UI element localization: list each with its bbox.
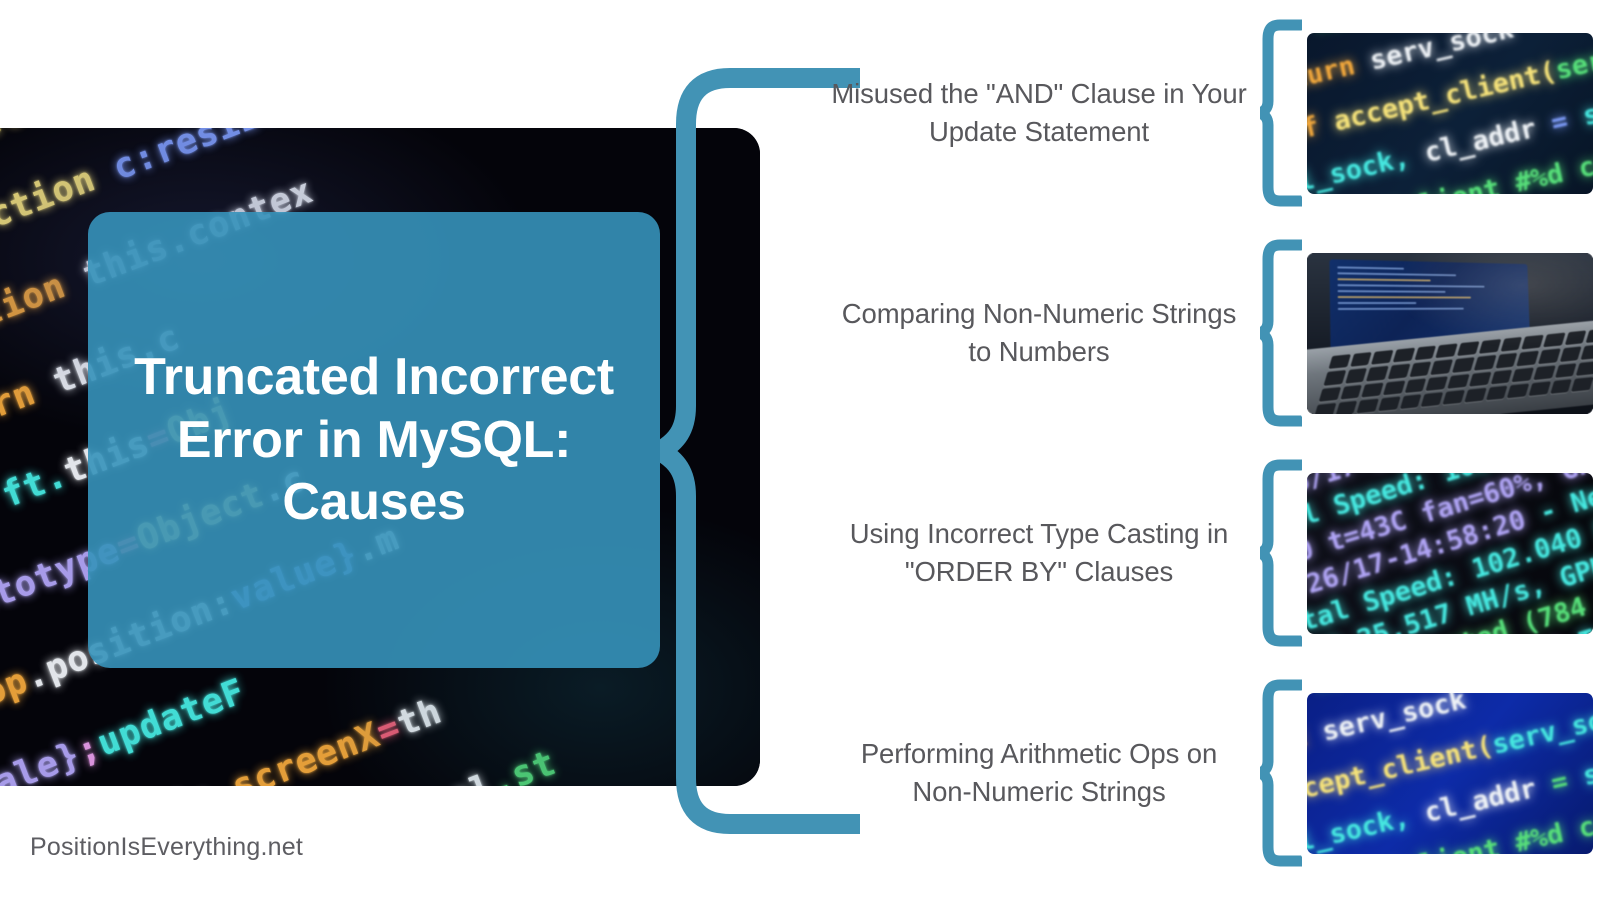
thumbnail-frame bbox=[1300, 245, 1600, 421]
thumbnail-code-screen-socket-blue: ver listen sock ret serv_sock accept_cli… bbox=[1307, 692, 1593, 854]
item-label: Performing Arithmetic Ops on Non-Numeric… bbox=[860, 738, 1218, 807]
page-title: Truncated Incorrect Error in MySQL: Caus… bbox=[134, 348, 614, 532]
large-curly-brace-icon bbox=[660, 68, 860, 834]
thumbnail-terminal-log-output: GPU0 t=43C fan=60%, GPU1 25.491 MH/s, GP… bbox=[1307, 472, 1593, 634]
list-item: Misused the "AND" Clause in Your Update … bbox=[830, 18, 1600, 208]
thumbnail-laptop-code-editor bbox=[1307, 252, 1593, 414]
curly-brace-icon bbox=[1260, 238, 1302, 428]
curly-brace-icon bbox=[1260, 678, 1302, 868]
list-item: Using Incorrect Type Casting in "ORDER B… bbox=[830, 458, 1600, 648]
list-item: Comparing Non-Numeric Strings to Numbers bbox=[830, 238, 1600, 428]
thumbnail-frame: GPU0 t=43C fan=60%, GPU1 25.491 MH/s, GP… bbox=[1300, 465, 1600, 641]
watermark: PositionIsEverything.net bbox=[30, 833, 304, 861]
thumbnail-code-screen-socket-dark: ver listen sock return serv_sock def acc… bbox=[1307, 32, 1593, 194]
title-card: Truncated Incorrect Error in MySQL: Caus… bbox=[88, 212, 660, 668]
thumbnail-frame: ver listen sock ret serv_sock accept_cli… bbox=[1300, 685, 1600, 861]
thumbnail-frame: ver listen sock return serv_sock def acc… bbox=[1300, 25, 1600, 201]
item-label: Using Incorrect Type Casting in "ORDER B… bbox=[849, 518, 1229, 587]
item-label: Misused the "AND" Clause in Your Update … bbox=[831, 78, 1247, 147]
curly-brace-icon bbox=[1260, 458, 1302, 648]
list-item: Performing Arithmetic Ops on Non-Numeric… bbox=[830, 678, 1600, 868]
curly-brace-icon bbox=[1260, 18, 1302, 208]
item-label: Comparing Non-Numeric Strings to Numbers bbox=[841, 298, 1237, 367]
